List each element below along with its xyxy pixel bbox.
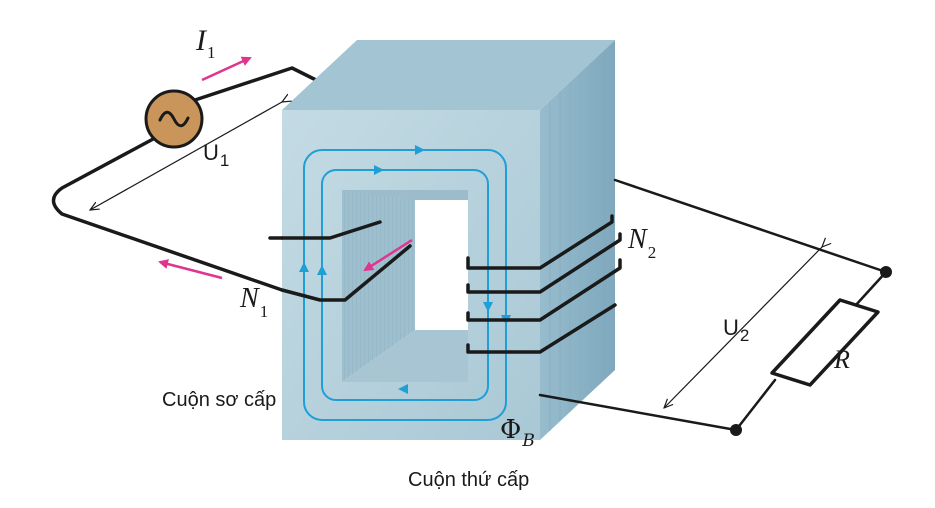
flux-arrow-left-outer	[299, 262, 309, 272]
flux-lines	[303, 149, 507, 421]
secondary-top-wire	[613, 178, 888, 274]
voltage-dimension-lines	[90, 102, 822, 408]
secondary-coil-label: Cuộn thứ cấp	[408, 469, 529, 491]
secondary-winding-1	[466, 214, 614, 270]
primary-top-wire	[193, 66, 322, 102]
turns-secondary-label: N2	[627, 224, 656, 262]
primary-coil-windings	[268, 220, 412, 302]
flux-arrowheads	[299, 145, 511, 394]
resistor-bottom-lead	[734, 378, 777, 432]
voltage-primary-label: U1	[203, 140, 229, 170]
flux-arrow-left-inner	[317, 265, 327, 275]
primary-coil-label: Cuộn sơ cấp	[162, 389, 276, 411]
core-front-face	[282, 110, 540, 440]
resistor-icon	[770, 298, 880, 387]
primary-left-wire	[51, 136, 284, 292]
secondary-winding-4	[466, 303, 617, 354]
primary-winding-2	[280, 244, 412, 302]
current-arrows	[158, 56, 413, 280]
flux-loop-inner	[321, 169, 489, 401]
core-window-hole	[430, 238, 468, 278]
u1-dimension-line	[90, 102, 282, 210]
resistor-label: R	[833, 345, 850, 374]
secondary-coil-windings	[466, 214, 622, 354]
flux-arrow-top-outer	[415, 145, 425, 155]
current-primary-label: I1	[195, 24, 216, 62]
ac-source-icon	[144, 89, 204, 149]
core-top-face	[282, 40, 615, 110]
secondary-winding-3	[466, 258, 622, 322]
core-window-depth-bottom	[342, 330, 468, 382]
secondary-winding-2	[466, 232, 622, 294]
u2-dimension-line	[664, 247, 822, 408]
core-window-depth-left	[342, 190, 415, 382]
secondary-terminal-top	[880, 266, 892, 278]
flux-label: ΦB	[500, 415, 535, 451]
flux-arrow-right-inner	[483, 302, 493, 312]
resistor-top-lead	[853, 270, 888, 308]
current-arrow-core	[363, 238, 413, 272]
core-side-face	[540, 40, 615, 440]
voltage-secondary-label: U2	[723, 315, 749, 345]
flux-arrow-top-inner	[374, 165, 384, 175]
flux-loop-outer	[303, 149, 507, 421]
core-window-depth-top	[342, 190, 468, 200]
secondary-bottom-wire	[538, 393, 738, 432]
secondary-terminal-bottom	[730, 424, 742, 436]
primary-winding-1	[280, 220, 382, 240]
flux-arrow-bottom	[398, 384, 408, 394]
primary-circuit	[51, 66, 322, 292]
current-arrow-left	[158, 259, 223, 280]
current-arrow-top	[201, 56, 252, 82]
turns-primary-label: N1	[239, 283, 268, 321]
